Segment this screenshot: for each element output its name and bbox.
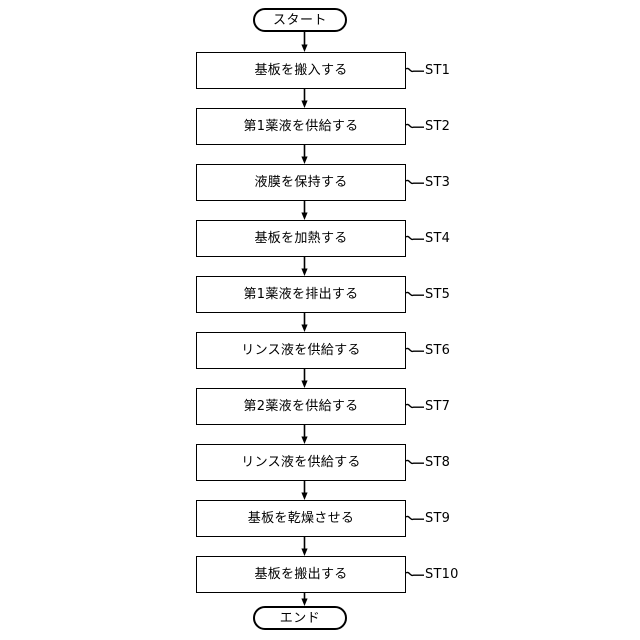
connector-st6-to-st7	[300, 369, 309, 388]
step-tag-text-st10: ST10	[425, 567, 459, 582]
squiggle-leader-icon	[406, 403, 424, 408]
process-box-st5[interactable]: 第1薬液を排出する	[196, 276, 406, 313]
process-label-st1: 基板を搬入する	[254, 63, 348, 78]
step-tag-text-st9: ST9	[425, 511, 451, 526]
process-box-st1[interactable]: 基板を搬入する	[196, 52, 406, 89]
step-tag-st5: ST5	[406, 276, 450, 313]
arrow-down-icon	[301, 537, 308, 556]
process-box-st8[interactable]: リンス液を供給する	[196, 444, 406, 481]
step-tag-text-st2: ST2	[425, 119, 451, 134]
step-tag-st9: ST9	[406, 500, 450, 537]
connector-st10-to-end	[300, 593, 309, 606]
process-box-st4[interactable]: 基板を加熱する	[196, 220, 406, 257]
squiggle-leader-icon	[406, 459, 424, 464]
process-label-st2: 第1薬液を供給する	[243, 119, 359, 134]
arrow-down-icon	[301, 313, 308, 332]
step-tag-text-st3: ST3	[425, 175, 451, 190]
process-box-st9[interactable]: 基板を乾燥させる	[196, 500, 406, 537]
process-label-st6: リンス液を供給する	[241, 343, 361, 358]
arrow-down-icon	[301, 89, 308, 108]
arrow-down-icon	[301, 145, 308, 164]
squiggle-leader-icon	[406, 235, 424, 240]
step-tag-text-st8: ST8	[425, 455, 451, 470]
squiggle-leader-icon	[406, 571, 424, 576]
squiggle-leader-icon	[406, 179, 424, 184]
arrow-down-icon	[301, 593, 308, 606]
process-label-st10: 基板を搬出する	[254, 567, 348, 582]
squiggle-leader-icon	[406, 291, 424, 296]
step-tag-st2: ST2	[406, 108, 450, 145]
process-label-st3: 液膜を保持する	[254, 175, 348, 190]
process-label-st7: 第2薬液を供給する	[243, 399, 359, 414]
arrow-down-icon	[301, 369, 308, 388]
step-tag-st8: ST8	[406, 444, 450, 481]
step-tag-st7: ST7	[406, 388, 450, 425]
arrow-down-icon	[301, 201, 308, 220]
squiggle-leader-icon	[406, 347, 424, 352]
process-label-st9: 基板を乾燥させる	[247, 511, 355, 526]
arrow-down-icon	[301, 425, 308, 444]
arrow-down-icon	[301, 257, 308, 276]
process-label-st5: 第1薬液を排出する	[243, 287, 359, 302]
end-terminal-label: エンド	[279, 610, 321, 626]
start-terminal-node: スタート	[253, 8, 347, 32]
step-tag-st3: ST3	[406, 164, 450, 201]
process-box-st10[interactable]: 基板を搬出する	[196, 556, 406, 593]
process-label-st8: リンス液を供給する	[241, 455, 361, 470]
connector-st5-to-st6	[300, 313, 309, 332]
connector-st3-to-st4	[300, 201, 309, 220]
squiggle-leader-icon	[406, 123, 424, 128]
end-terminal-node: エンド	[253, 606, 347, 630]
step-tag-st10: ST10	[406, 556, 459, 593]
connector-start-to-st1	[300, 32, 309, 52]
step-tag-st4: ST4	[406, 220, 450, 257]
step-tag-text-st4: ST4	[425, 231, 451, 246]
connector-st2-to-st3	[300, 145, 309, 164]
step-tag-text-st5: ST5	[425, 287, 451, 302]
start-terminal-label: スタート	[272, 12, 327, 28]
connector-st9-to-st10	[300, 537, 309, 556]
arrow-down-icon	[301, 481, 308, 500]
step-tag-text-st7: ST7	[425, 399, 451, 414]
squiggle-leader-icon	[406, 67, 424, 72]
step-tag-text-st1: ST1	[425, 63, 451, 78]
step-tag-text-st6: ST6	[425, 343, 451, 358]
connector-st1-to-st2	[300, 89, 309, 108]
process-label-st4: 基板を加熱する	[254, 231, 348, 246]
squiggle-leader-icon	[406, 515, 424, 520]
connector-st8-to-st9	[300, 481, 309, 500]
step-tag-st1: ST1	[406, 52, 450, 89]
process-box-st6[interactable]: リンス液を供給する	[196, 332, 406, 369]
step-tag-st6: ST6	[406, 332, 450, 369]
connector-st4-to-st5	[300, 257, 309, 276]
connector-st7-to-st8	[300, 425, 309, 444]
process-box-st2[interactable]: 第1薬液を供給する	[196, 108, 406, 145]
arrow-down-icon	[301, 32, 308, 52]
process-box-st7[interactable]: 第2薬液を供給する	[196, 388, 406, 425]
process-box-st3[interactable]: 液膜を保持する	[196, 164, 406, 201]
